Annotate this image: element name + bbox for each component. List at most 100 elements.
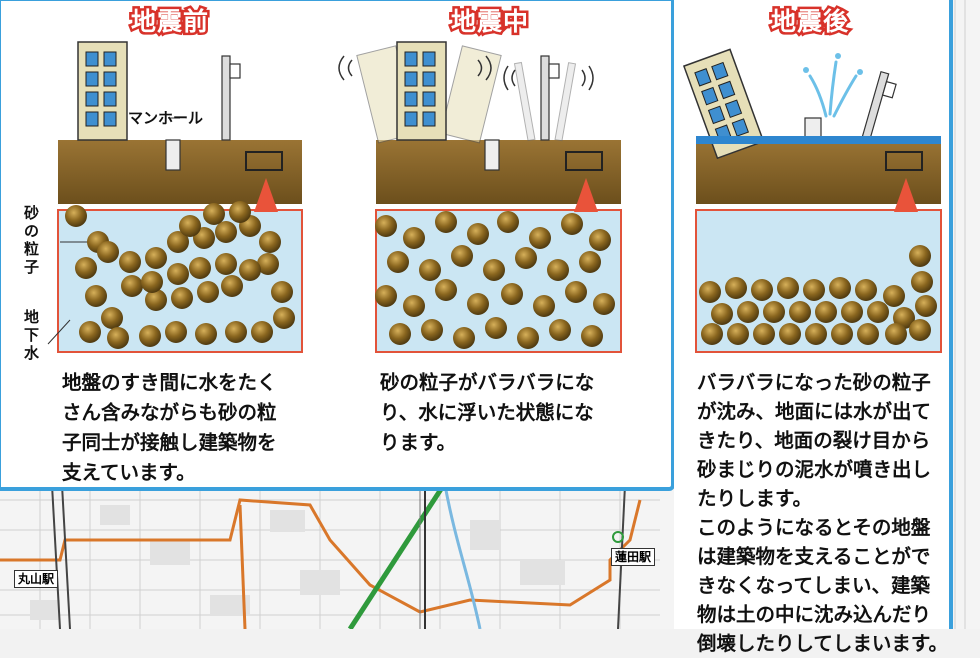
sand-particle xyxy=(777,277,799,299)
sand-particles-label: 砂の粒子 xyxy=(24,204,40,276)
sand-particle xyxy=(403,295,425,317)
description-during: 砂の粒子がバラバラにな り、水に浮いた状態にな ります。 xyxy=(380,368,594,458)
description-line: たりします。 xyxy=(697,487,813,510)
description-line: が沈み、地面には水が出て xyxy=(697,400,932,423)
sand-particle xyxy=(579,251,601,273)
description-before: 地盤のすき間に水をたく さん含みながらも砂の粒 子同士が接触し建築物を 支えてい… xyxy=(62,368,277,488)
pipe xyxy=(245,151,283,171)
sand-particle xyxy=(763,301,785,323)
sand-particle xyxy=(593,293,615,315)
sand-particle xyxy=(699,281,721,303)
sand-particle xyxy=(239,259,261,281)
panel-title-after: 地震後 xyxy=(768,5,850,39)
sand-particle xyxy=(737,301,759,323)
sand-particle xyxy=(85,285,107,307)
description-line: 砂まじりの泥水が噴き出し xyxy=(697,458,932,481)
sand-particle xyxy=(915,295,937,317)
sand-particle xyxy=(435,279,457,301)
sand-particle xyxy=(189,257,211,279)
sand-particle xyxy=(561,213,583,235)
sand-particle xyxy=(215,221,237,243)
description-after: バラバラになった砂の粒子 が沈み、地面には水が出て きたり、地面の裂け目から 砂… xyxy=(697,368,948,658)
surface-water xyxy=(696,136,941,144)
sand-particle xyxy=(259,231,281,253)
sand-particle xyxy=(701,323,723,345)
sand-particle xyxy=(203,203,225,225)
description-line: り、水に浮いた状態にな xyxy=(380,401,594,424)
sand-particle xyxy=(139,325,161,347)
sand-particle xyxy=(195,323,217,345)
sand-particle xyxy=(145,247,167,269)
sand-particle xyxy=(171,287,193,309)
sand-particle xyxy=(815,301,837,323)
sand-particle xyxy=(229,201,251,223)
sand-particle xyxy=(725,277,747,299)
sand-particle xyxy=(435,211,457,233)
sand-particle xyxy=(141,271,163,293)
description-line: 物は土の中に沈み込んだり xyxy=(697,603,932,626)
sand-particle xyxy=(751,279,773,301)
description-line: は建築物を支えることがで xyxy=(697,545,931,568)
sand-particle xyxy=(221,275,243,297)
sand-particle xyxy=(789,301,811,323)
sand-particle xyxy=(375,215,397,237)
sand-particle xyxy=(79,321,101,343)
sand-particle xyxy=(581,325,603,347)
liquefaction-illustrations: マンホール xyxy=(47,41,942,353)
sand-particles-during xyxy=(375,211,615,349)
sand-particle xyxy=(549,319,571,341)
sand-particle xyxy=(565,281,587,303)
sand-particle xyxy=(727,323,749,345)
description-line: きたり、地面の裂け目から xyxy=(697,429,931,452)
sand-particle xyxy=(119,251,141,273)
sand-particle xyxy=(467,223,489,245)
sand-particle xyxy=(101,307,123,329)
description-line: 倒壊したりしてしまいます。 xyxy=(697,632,948,655)
description-line: バラバラになった砂の粒子 xyxy=(697,371,931,394)
sand-particle xyxy=(517,327,539,349)
sand-particle xyxy=(451,245,473,267)
sand-particle xyxy=(547,259,569,281)
groundwater-label: 地下水 xyxy=(24,308,40,362)
sand-particle xyxy=(403,227,425,249)
sand-particle xyxy=(167,263,189,285)
sand-particle xyxy=(855,279,877,301)
sand-particle xyxy=(857,323,879,345)
sand-particle xyxy=(589,229,611,251)
water-spout xyxy=(808,60,858,118)
description-line: きなくなってしまい、建築 xyxy=(697,574,931,597)
manhole-label: マンホール xyxy=(128,109,203,127)
sand-particle xyxy=(121,275,143,297)
panel-title-before: 地震前 xyxy=(128,5,210,39)
description-line: さん含みながらも砂の粒 xyxy=(62,401,277,424)
sand-particle xyxy=(515,247,537,269)
sand-particle xyxy=(75,257,97,279)
sand-particle xyxy=(165,321,187,343)
sand-particle xyxy=(909,245,931,267)
sand-particle xyxy=(483,259,505,281)
sand-particle xyxy=(389,323,411,345)
sand-particle xyxy=(273,307,295,329)
sand-particle xyxy=(419,259,441,281)
description-line: このようになるとその地盤 xyxy=(697,516,931,539)
sand-particle xyxy=(97,241,119,263)
sand-particle xyxy=(909,319,931,341)
sand-particle xyxy=(831,323,853,345)
sand-particle xyxy=(179,215,201,237)
sand-particles-after xyxy=(699,245,937,345)
sand-particle xyxy=(529,227,551,249)
sand-particle xyxy=(65,205,87,227)
sand-particle xyxy=(711,303,733,325)
sand-particle xyxy=(215,253,237,275)
sand-particle xyxy=(841,301,863,323)
sand-particle xyxy=(167,231,189,253)
sand-particle xyxy=(145,289,167,311)
water-pressure-arrow xyxy=(254,178,278,212)
sand-particle xyxy=(805,323,827,345)
sand-particle xyxy=(883,285,905,307)
sand-particle xyxy=(885,323,907,345)
sand-particle xyxy=(421,319,443,341)
sand-particle xyxy=(251,321,273,343)
sand-particle xyxy=(501,283,523,305)
description-line: 地盤のすき間に水をたく xyxy=(62,371,277,394)
